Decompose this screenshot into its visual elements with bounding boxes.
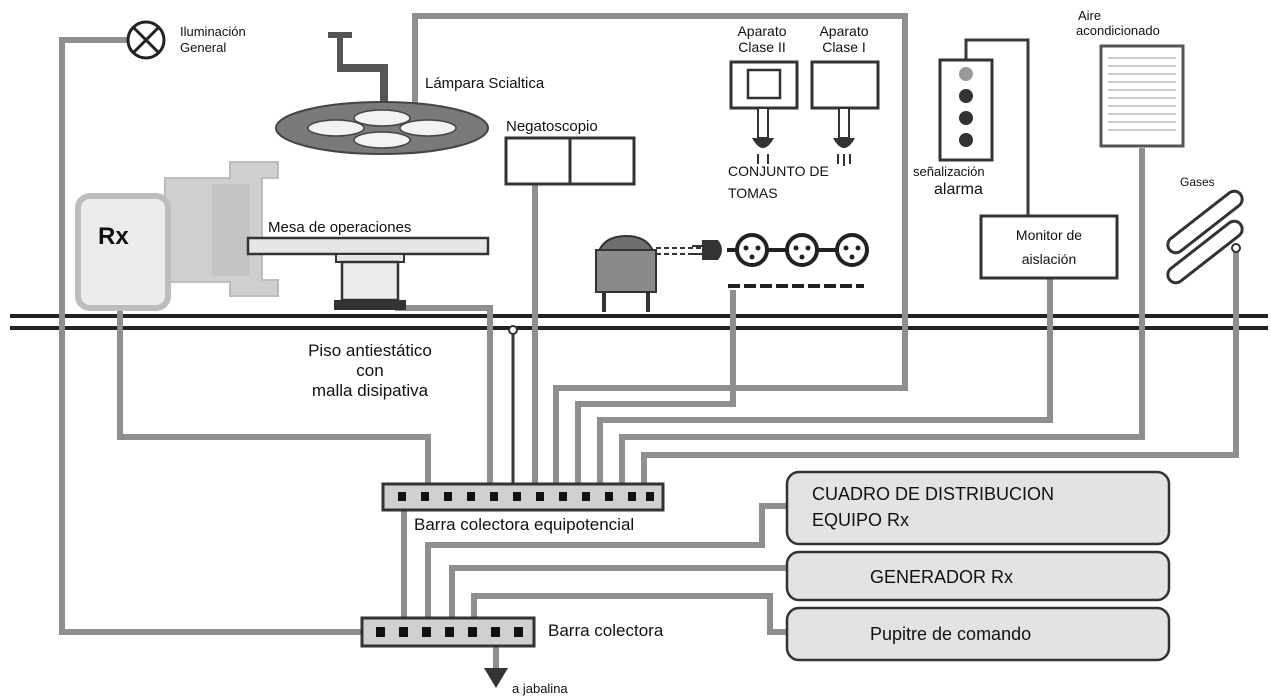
aire-label-1: Aire [1078, 8, 1101, 23]
senalizacion-label-2: alarma [934, 181, 983, 198]
aparato-ii-label-2: Clase II [738, 39, 785, 55]
generador-box [785, 550, 1171, 602]
wire-pupitre [471, 593, 787, 635]
wire-cuadro [425, 503, 787, 618]
rx-label: Rx [98, 223, 129, 250]
monitor-box [979, 214, 1119, 280]
jabalina-arrow [484, 668, 508, 688]
negatoscopio-icon [504, 136, 636, 186]
gas-pipes-icon [1166, 189, 1244, 285]
wire-tomas [575, 290, 736, 484]
collector-bar [360, 616, 536, 648]
tomas-label-1: CONJUNTO DE [728, 163, 829, 179]
piso-label-3: malla disipativa [312, 381, 429, 400]
wire-monitor [597, 278, 1053, 484]
alarm-panel-icon [938, 58, 994, 162]
appliance-class-ii-icon [729, 60, 799, 164]
aparato-i-label-1: Aparato [819, 23, 868, 39]
monitor-label-1: Monitor de [1016, 227, 1082, 243]
monitor-label-2: aislación [1022, 251, 1076, 267]
wire-gases [641, 248, 1239, 484]
pupitre-box [785, 606, 1171, 662]
tomas-label-2: TOMAS [728, 185, 778, 201]
pupitre-label: Pupitre de comando [870, 624, 1031, 644]
equipotential-bar [381, 482, 665, 512]
wire-lampara [412, 13, 908, 484]
gases-label: Gases [1180, 175, 1215, 189]
wire-generador [449, 565, 787, 618]
wires [59, 13, 1239, 688]
iluminacion-label-1: Iluminación [180, 24, 246, 39]
outlets-icon [727, 233, 869, 288]
negatoscopio-label: Negatoscopio [506, 118, 598, 135]
jabalina-label: a jabalina [512, 681, 568, 696]
aire-label-2: acondicionado [1076, 23, 1160, 38]
wire-rx [117, 305, 431, 484]
senalizacion-label-1: señalización [913, 164, 985, 179]
wire-iluminacion [59, 37, 365, 635]
barra-colectora-label: Barra colectora [548, 621, 664, 640]
device-with-plug-icon [594, 234, 722, 312]
cuadro-label-2: EQUIPO Rx [812, 510, 909, 530]
aparato-i-label-2: Clase I [822, 39, 866, 55]
wire-mesa [395, 305, 493, 484]
generador-label: GENERADOR Rx [870, 567, 1013, 587]
aparato-ii-label-1: Aparato [737, 23, 786, 39]
air-conditioner-icon [1099, 44, 1185, 148]
rx-machine-icon [75, 161, 279, 311]
lampara-label: Lámpara Scialtica [425, 75, 545, 92]
iluminacion-label-2: General [180, 40, 226, 55]
floor [10, 314, 1268, 330]
wire-alarma [964, 38, 1030, 216]
operating-table-icon [246, 236, 490, 310]
lamp-symbol-icon [126, 20, 166, 60]
piso-label-2: con [356, 361, 383, 380]
cuadro-distribucion-box [785, 470, 1171, 546]
floor-junction [508, 325, 518, 335]
piso-label-1: Piso antiestático [308, 341, 432, 360]
mesa-label: Mesa de operaciones [268, 219, 411, 236]
barra-equipotencial-label: Barra colectora equipotencial [414, 515, 634, 534]
cuadro-label-1: CUADRO DE DISTRIBUCION [812, 484, 1054, 504]
wire-aire [619, 148, 1145, 484]
surgical-lamp-icon [275, 32, 489, 155]
appliance-class-i-icon [810, 60, 880, 166]
